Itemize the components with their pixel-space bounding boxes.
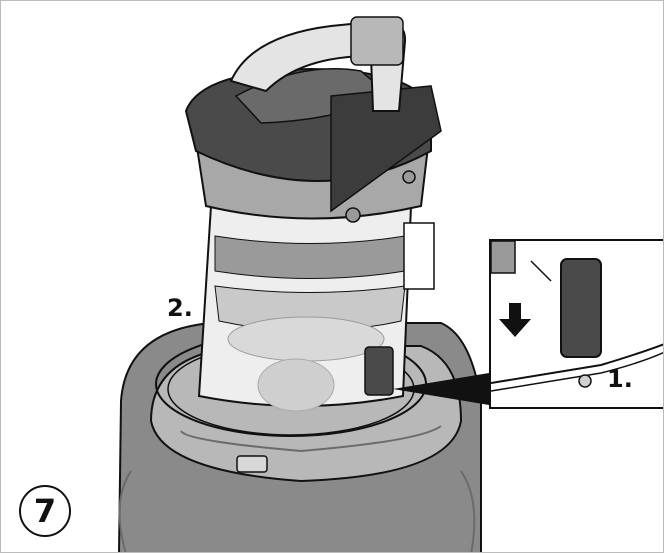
step-number-badge: 7 — [19, 485, 71, 537]
callout-label-2: 2. — [167, 294, 193, 322]
callout-pointer — [393, 373, 489, 405]
detail-inset-drawing — [491, 241, 663, 407]
lid — [184, 16, 442, 223]
filter-tube — [197, 205, 435, 412]
detail-inset — [489, 239, 663, 409]
callout-label-1: 1. — [607, 365, 633, 393]
down-arrow-icon — [499, 303, 531, 337]
